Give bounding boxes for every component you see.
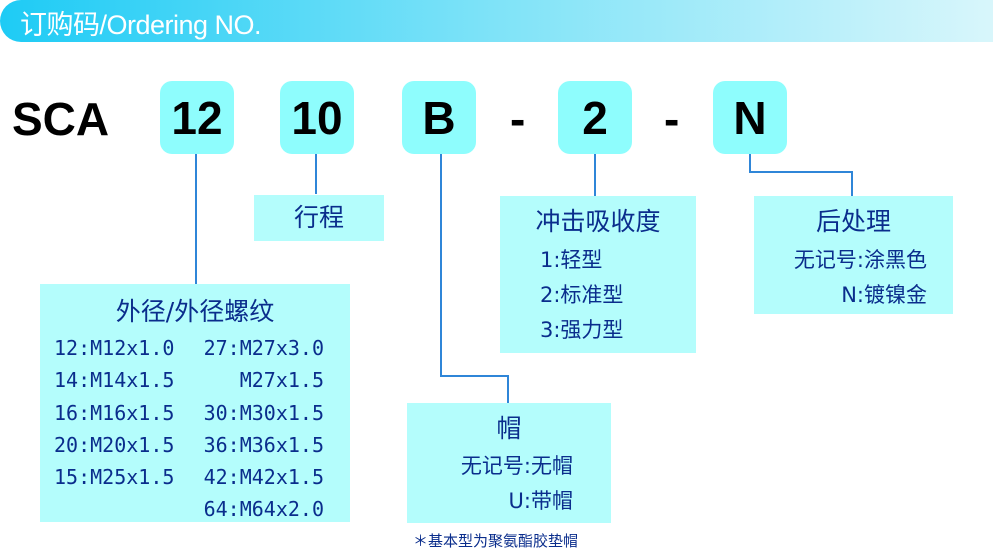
connector (507, 375, 509, 403)
cap-title: 帽 (496, 414, 522, 443)
connector (851, 171, 853, 196)
connector (594, 154, 596, 196)
code-cap: B (402, 81, 476, 154)
cushion-title: 冲击吸收度 (535, 207, 661, 236)
thread-title: 外径/外径螺纹 (115, 297, 275, 326)
code-stroke: 10 (280, 81, 354, 154)
connector (195, 154, 197, 284)
thread-box: 外径/外径螺纹 12:M12x1.0 14:M14x1.5 16:M16x1.5… (40, 284, 350, 522)
footnote: ＊基本型为聚氨酯胶垫帽 (413, 532, 579, 550)
stroke-title: 行程 (293, 203, 344, 232)
code-finish: N (713, 81, 787, 154)
thread-item: 12:M12x1.0 (54, 336, 175, 360)
code-cushion: 2 (558, 81, 632, 154)
cushion-option: 3:强力型 (540, 318, 624, 342)
cushion-option: 2:标准型 (540, 283, 624, 307)
stroke-box: 行程 (254, 195, 384, 241)
cushion-option: 1:轻型 (540, 248, 603, 272)
header-banner: 订购码/Ordering NO. (0, 0, 993, 42)
thread-item: 27:M27x3.0 (203, 336, 324, 360)
thread-item: 64:M64x2.0 (203, 497, 324, 522)
thread-item: 36:M36x1.5 (203, 432, 324, 457)
finish-box: 后处理 无记号:涂黑色 N:镀镍金 (754, 196, 953, 314)
thread-item: 14:M14x1.5 (54, 368, 175, 393)
connector (315, 154, 317, 194)
thread-item: 15:M25x1.5 (54, 465, 175, 490)
cushion-box: 冲击吸收度 1:轻型 2:标准型 3:强力型 (500, 196, 696, 353)
thread-item: 30:M30x1.5 (203, 400, 324, 425)
finish-option: 无记号:涂黑色 (793, 248, 927, 272)
thread-item: 20:M20x1.5 (54, 432, 175, 457)
finish-title: 后处理 (815, 207, 891, 236)
connector (749, 171, 853, 173)
finish-option: N:镀镍金 (841, 283, 927, 307)
connector (749, 154, 751, 172)
dash: - (664, 93, 680, 145)
cap-option: 无记号:无帽 (460, 454, 573, 478)
cap-box: 帽 无记号:无帽 U:带帽 (407, 403, 611, 523)
thread-item: 42:M42x1.5 (203, 465, 324, 490)
code-bore: 12 (160, 81, 234, 154)
header-title: 订购码/Ordering NO. (20, 10, 262, 40)
model-prefix: SCA (12, 93, 110, 145)
dash: - (510, 93, 526, 145)
thread-item: M27x1.5 (239, 368, 324, 393)
connector (440, 375, 508, 377)
cap-option: U:带帽 (508, 489, 573, 513)
connector (440, 154, 442, 376)
thread-item: 16:M16x1.5 (54, 400, 175, 425)
